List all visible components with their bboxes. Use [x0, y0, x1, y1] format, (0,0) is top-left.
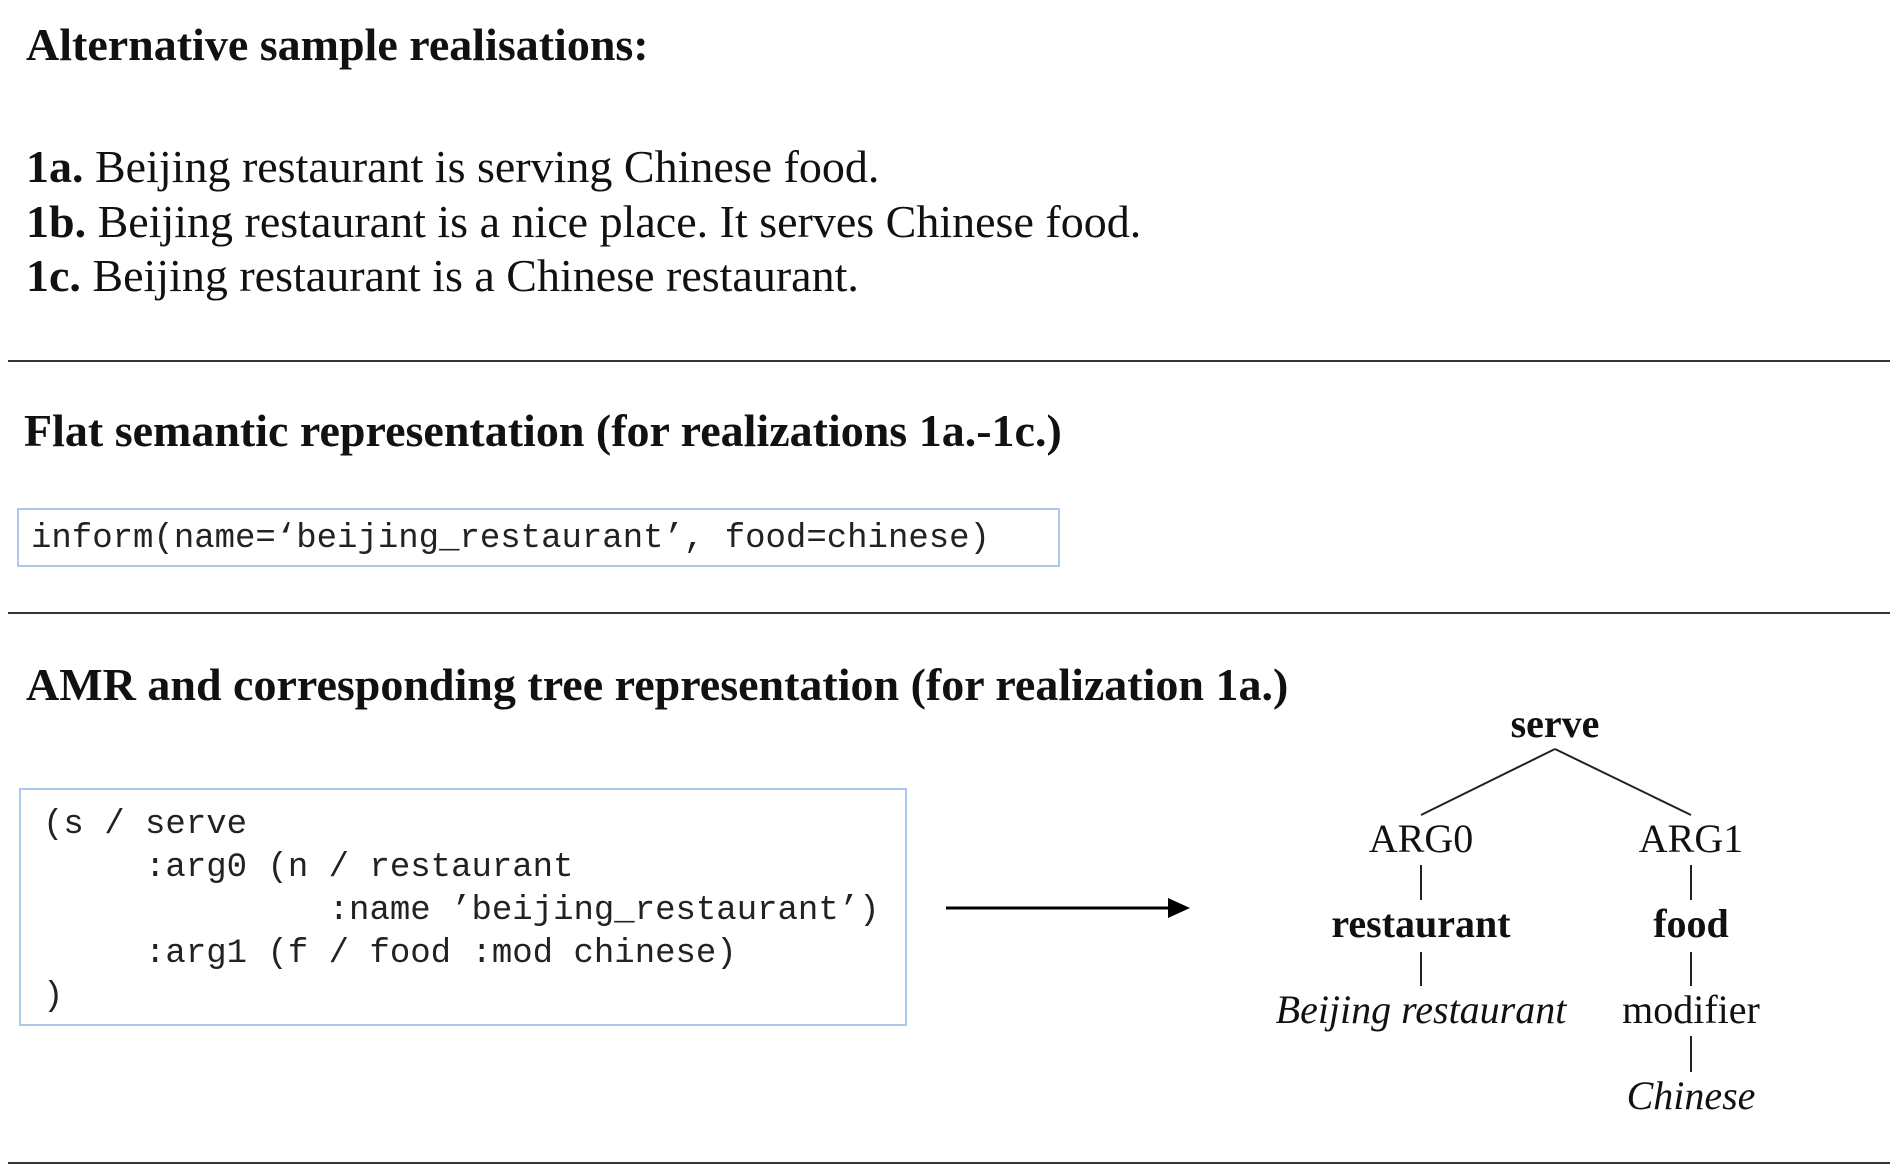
flat-representation-box: inform(name=‘beijing_restaurant’, food=c… — [17, 508, 1060, 567]
sentence-1a: 1a. Beijing restaurant is serving Chines… — [26, 144, 879, 190]
amr-code-box: (s / serve :arg0 (n / restaurant :name ’… — [19, 788, 907, 1026]
tree-node-modifier: modifier — [1622, 987, 1760, 1032]
edge-serve-arg1 — [1554, 748, 1692, 816]
sentence-text: Beijing restaurant is serving Chinese fo… — [83, 141, 880, 192]
tree-node-beijing-restaurant: Beijing restaurant — [1275, 987, 1567, 1032]
sentence-text: Beijing restaurant is a Chinese restaura… — [80, 250, 859, 301]
tree-node-arg1: ARG1 — [1638, 816, 1744, 861]
tree-node-food: food — [1653, 901, 1729, 946]
tree-node-restaurant: restaurant — [1331, 901, 1511, 946]
sentence-text: Beijing restaurant is a nice place. It s… — [86, 196, 1142, 247]
tree-node-arg0: ARG0 — [1368, 816, 1474, 861]
sentence-1b: 1b. Beijing restaurant is a nice place. … — [26, 199, 1141, 245]
amr-line-5: ) — [43, 978, 64, 1016]
sentence-label: 1b. — [26, 196, 87, 247]
divider-2 — [8, 612, 1890, 614]
flat-representation-code: inform(name=‘beijing_restaurant’, food=c… — [31, 520, 990, 558]
amr-line-1: (s / serve — [43, 806, 248, 844]
amr-line-4: :arg1 (f / food :mod chinese) — [43, 935, 737, 973]
realisations-heading: Alternative sample realisations: — [26, 19, 649, 70]
amr-line-3: :name ’beijing_restaurant’) — [43, 892, 880, 930]
amr-line-2: :arg0 (n / restaurant — [43, 849, 574, 887]
tree-node-serve: serve — [1510, 701, 1600, 746]
amr-heading: AMR and corresponding tree representatio… — [26, 659, 1289, 710]
sentence-label: 1c. — [26, 250, 81, 301]
conversion-arrow — [946, 898, 1190, 918]
divider-3 — [8, 1162, 1890, 1164]
flat-representation-heading: Flat semantic representation (for realiz… — [24, 405, 1062, 456]
sentence-1c: 1c. Beijing restaurant is a Chinese rest… — [26, 253, 859, 299]
divider-1 — [8, 360, 1890, 362]
sentence-label: 1a. — [26, 141, 84, 192]
edge-serve-arg0 — [1420, 748, 1556, 816]
tree-node-chinese: Chinese — [1626, 1073, 1756, 1118]
